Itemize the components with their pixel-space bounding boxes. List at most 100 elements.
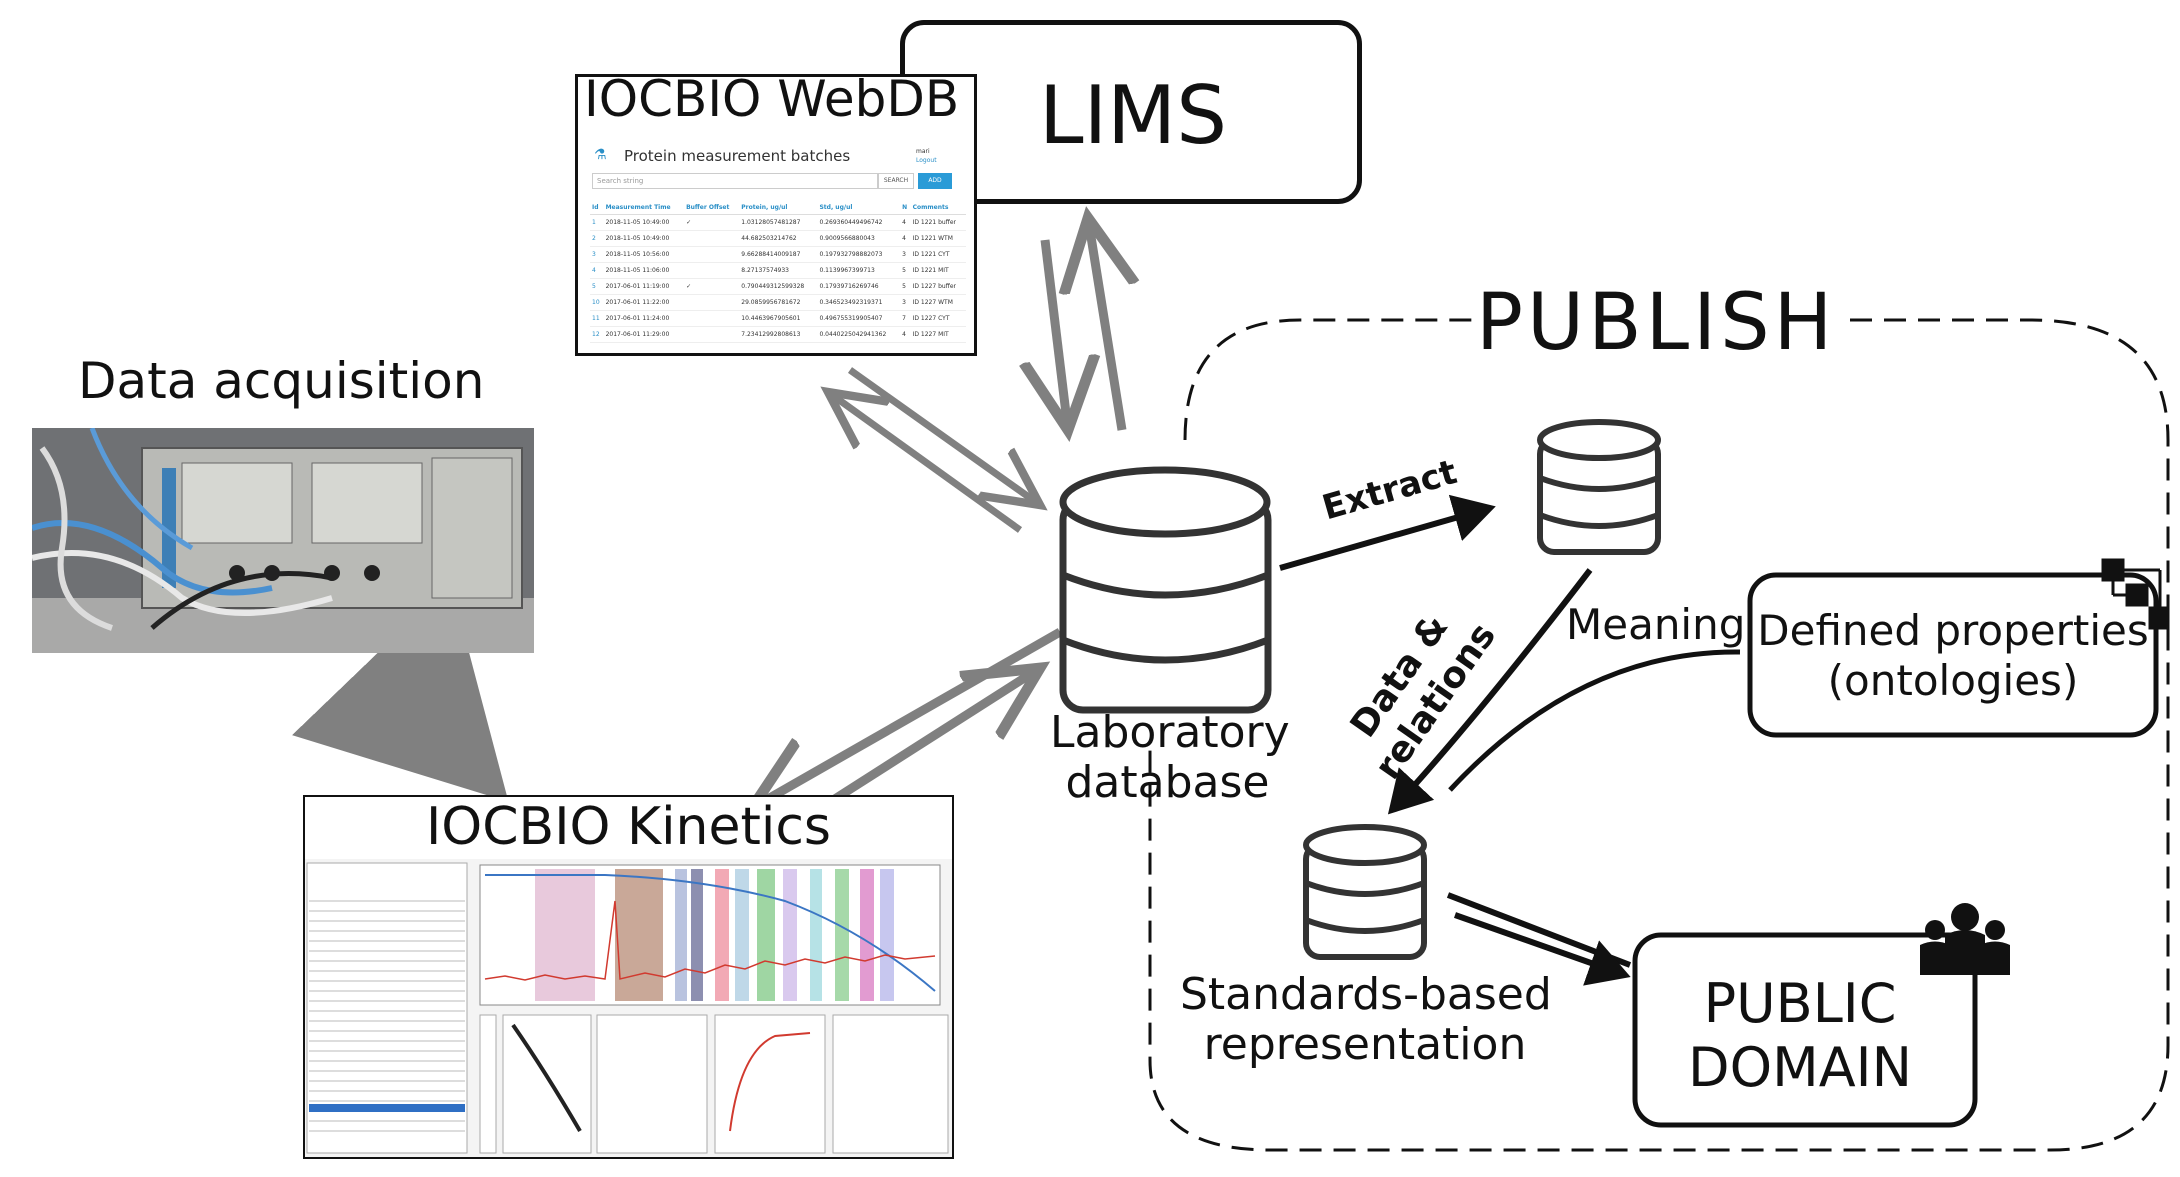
webdb-search-button[interactable]: SEARCH — [878, 173, 914, 189]
webdb-user: mari Logout — [916, 147, 937, 165]
table-cell: 0.197932798882073 — [817, 246, 901, 263]
standards-label: Standards-based representation — [1180, 969, 1552, 1070]
table-cell: 10.4463967905601 — [739, 310, 818, 327]
user-name: mari — [916, 148, 930, 155]
table-cell: 4 — [900, 326, 911, 343]
standards-database-icon — [1303, 824, 1427, 960]
table-cell: ID 1227 CYT — [910, 310, 966, 327]
laboratory-database-label: Laboratory database — [1050, 707, 1290, 808]
webdb-column-header[interactable]: Std, ug/ul — [817, 201, 901, 215]
webdb-column-header[interactable]: Measurement Time — [603, 201, 685, 215]
webdb-page-title: Protein measurement batches — [624, 147, 851, 165]
table-cell: 1 — [590, 214, 604, 231]
webdb-title: IOCBIO WebDB — [584, 70, 960, 128]
table-cell: 2018-11-05 10:56:00 — [603, 246, 685, 263]
table-cell: ID 1221 MIT — [910, 262, 966, 279]
table-cell: 2017-06-01 11:29:00 — [603, 326, 685, 343]
table-cell: 4 — [900, 230, 911, 247]
table-cell: 12 — [590, 326, 604, 343]
table-cell: 7 — [900, 310, 911, 327]
table-cell: 2017-06-01 11:19:00 — [603, 278, 685, 295]
table-cell: 0.17939716269746 — [817, 278, 901, 295]
arrow-extract — [1279, 494, 1496, 571]
lims-label: LIMS — [1039, 69, 1227, 162]
kinetics-ui-drawing — [306, 862, 949, 1154]
lab-equipment-photo — [32, 428, 534, 653]
table-cell: 11 — [590, 310, 604, 327]
table-cell: 8.27137574933 — [739, 262, 818, 279]
kinetics-title: IOCBIO Kinetics — [305, 797, 952, 859]
table-cell: ✓ — [684, 278, 740, 295]
arrow-acquisition-to-kinetics — [291, 582, 509, 802]
public-domain-box — [1632, 932, 1978, 1128]
kinetics-screenshot: IOCBIO Kinetics — [303, 795, 954, 1159]
arrow-kinetics-to-db — [802, 668, 1040, 822]
webdb-search-input[interactable]: Search string — [592, 173, 878, 189]
extracted-database-icon — [1537, 419, 1661, 555]
table-cell: ID 1227 buffer — [910, 278, 966, 295]
defined-line2: (ontologies) — [1827, 656, 2079, 705]
defined-line1: Defined properties — [1757, 606, 2149, 655]
webdb-column-header[interactable]: Id — [590, 201, 604, 215]
table-cell: 44.682503214762 — [739, 230, 818, 247]
arrow-to-public-b — [1454, 912, 1631, 986]
logout-link[interactable]: Logout — [916, 157, 937, 164]
table-cell: 2018-11-05 11:06:00 — [603, 262, 685, 279]
standards-line2: representation — [1203, 1019, 1527, 1070]
table-cell: 7.23412992808613 — [739, 326, 818, 343]
table-cell: 2018-11-05 10:49:00 — [603, 214, 685, 231]
table-cell: 0.269360449496742 — [817, 214, 901, 231]
public-domain-label: PUBLIC DOMAIN — [1655, 972, 1945, 1100]
table-cell: ID 1227 MIT — [910, 326, 966, 343]
arrow-db-to-lims — [1088, 218, 1122, 431]
defined-properties-box — [1747, 572, 2159, 738]
webdb-column-header[interactable]: Buffer Offset — [684, 201, 740, 215]
webdb-add-button[interactable]: ADD — [918, 173, 952, 189]
table-cell: ID 1227 WTM — [910, 294, 966, 311]
table-cell — [684, 310, 740, 327]
table-cell — [684, 230, 740, 247]
public-line1: PUBLIC — [1703, 972, 1897, 1035]
table-cell: 5 — [900, 262, 911, 279]
arrow-to-public-a — [1446, 892, 1632, 968]
standards-line1: Standards-based — [1180, 969, 1552, 1020]
table-cell: ID 1221 buffer — [910, 214, 966, 231]
arrow-db-to-kinetics — [752, 628, 1063, 808]
table-cell: ID 1221 WTM — [910, 230, 966, 247]
table-cell: 4 — [900, 214, 911, 231]
defined-properties-label: Defined properties (ontologies) — [1756, 606, 2150, 706]
table-cell: 29.0859956781672 — [739, 294, 818, 311]
table-cell: ID 1221 CYT — [910, 246, 966, 263]
arrow-db-to-webdb — [828, 392, 1023, 533]
table-cell: 0.0440225042941362 — [817, 326, 901, 343]
people-icon — [1920, 903, 2010, 975]
table-cell: 0.346523492319371 — [817, 294, 901, 311]
lab-db-line1: Laboratory — [1050, 707, 1290, 758]
publish-label: PUBLISH — [1476, 278, 1837, 368]
table-cell: 0.1139967399713 — [817, 262, 901, 279]
table-cell: 5 — [900, 278, 911, 295]
webdb-column-header[interactable]: N — [900, 201, 911, 215]
table-cell: 1.03128057481287 — [739, 214, 818, 231]
arrow-data-relations — [1387, 568, 1593, 815]
meaning-label: Meaning — [1566, 600, 1746, 649]
table-cell: 2 — [590, 230, 604, 247]
table-cell — [684, 262, 740, 279]
table-cell — [684, 326, 740, 343]
table-cell — [684, 246, 740, 263]
table-cell: 0.496755319905407 — [817, 310, 901, 327]
hierarchy-icon — [2101, 558, 2170, 630]
webdb-column-header[interactable]: Protein, ug/ul — [739, 201, 818, 215]
table-cell: 9.66288414009187 — [739, 246, 818, 263]
table-cell: ✓ — [684, 214, 740, 231]
webdb-column-header[interactable]: Comments — [910, 201, 966, 215]
